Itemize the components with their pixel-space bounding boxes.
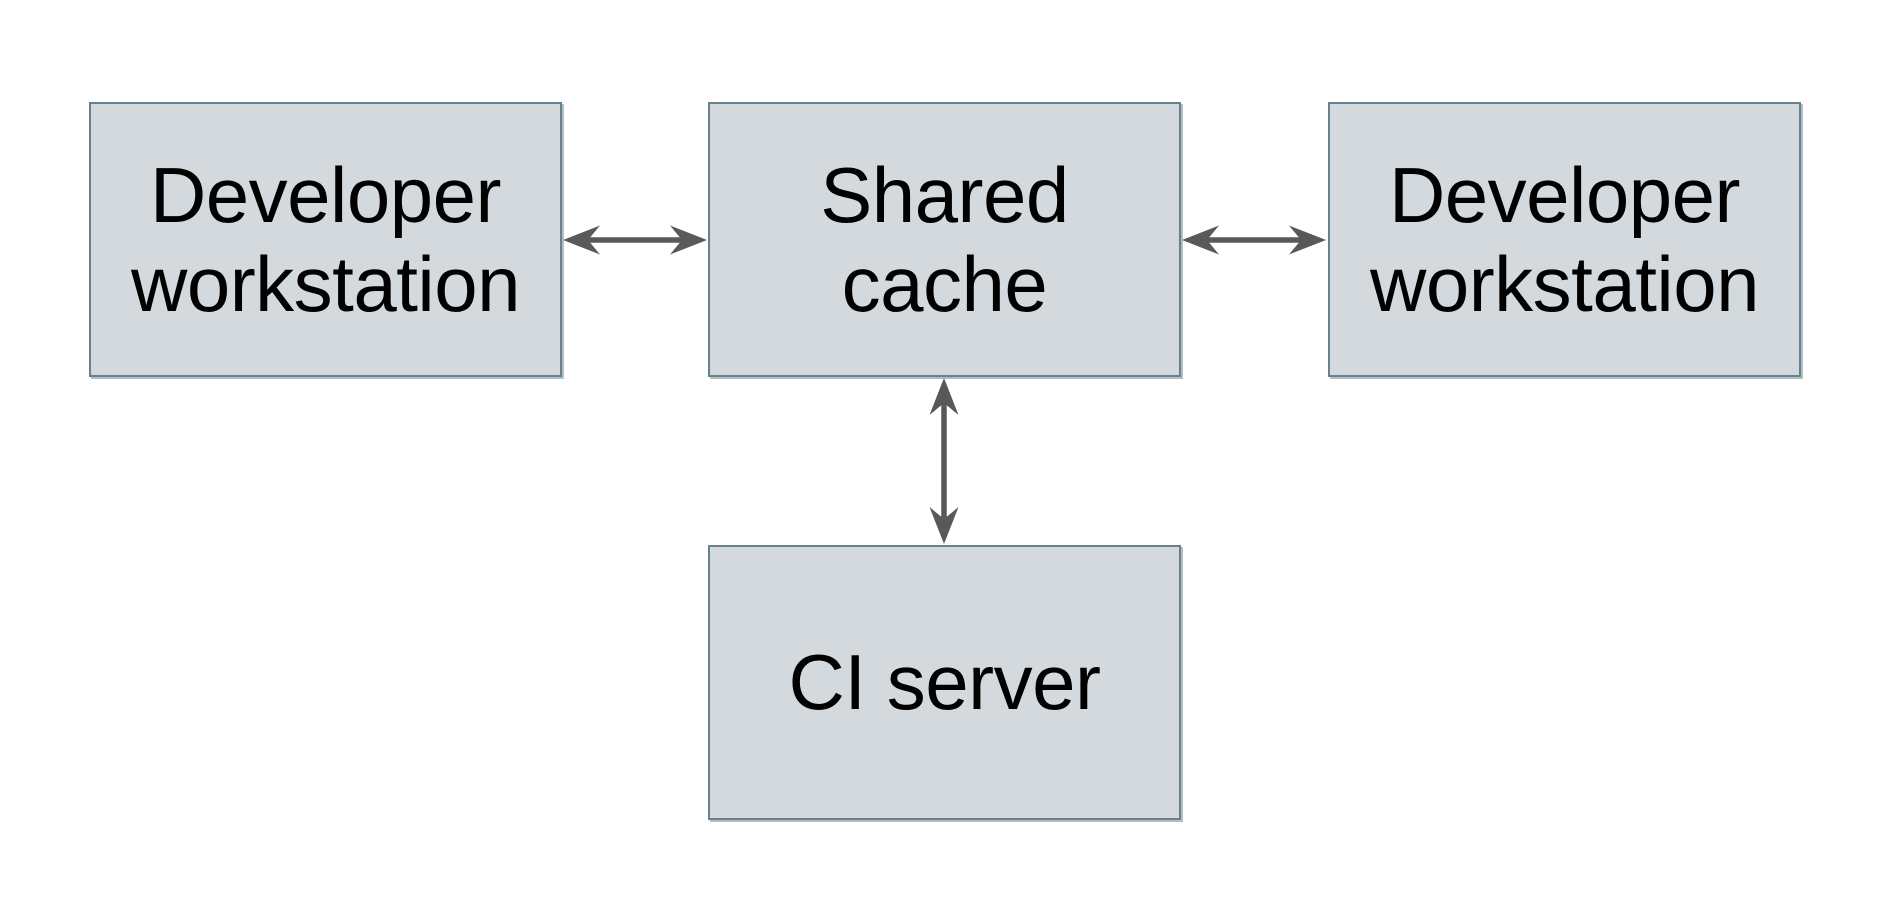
node-label: Developer workstation <box>1370 151 1760 328</box>
node-label: Shared cache <box>820 151 1069 328</box>
double-arrow-cache-ciserver-icon <box>929 378 959 544</box>
node-shared-cache: Shared cache <box>708 102 1181 377</box>
node-label: Developer workstation <box>131 151 521 328</box>
node-ci-server: CI server <box>708 545 1181 820</box>
node-developer-workstation-left: Developer workstation <box>89 102 562 377</box>
node-label: CI server <box>788 638 1101 727</box>
double-arrow-cache-devright-icon <box>1182 225 1326 255</box>
double-arrow-devleft-cache-icon <box>563 225 707 255</box>
node-developer-workstation-right: Developer workstation <box>1328 102 1801 377</box>
